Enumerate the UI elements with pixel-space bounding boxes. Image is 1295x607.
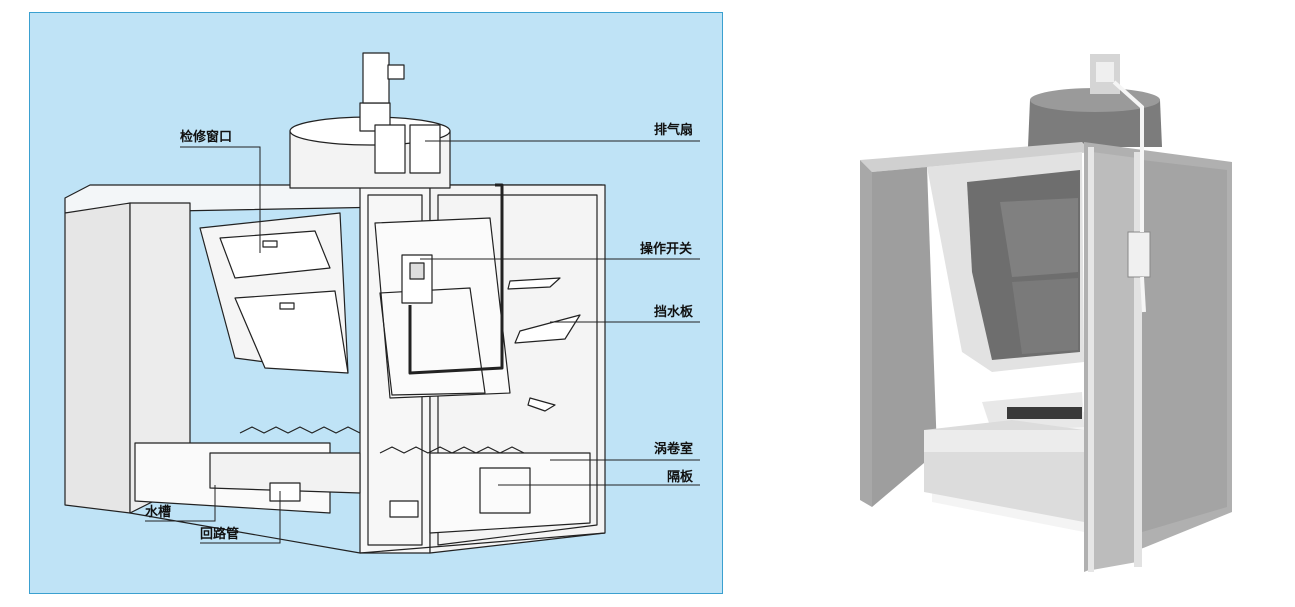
label-partition: 隔板 [667,470,694,485]
booth-photo-drawing [860,54,1232,572]
diagram-panel: 检修窗口 排气扇 操作开关 挡水板 涡卷室 隔板 水槽 回路管 [29,12,723,594]
booth-photo [852,52,1232,572]
label-exhaust-fan: 排气扇 [654,123,694,138]
label-baffle: 挡水板 [654,305,694,320]
label-operation-switch: 操作开关 [640,242,693,257]
label-inspection-window: 检修窗口 [180,130,233,145]
booth-line-drawing [64,52,700,554]
label-water-tank: 水槽 [145,505,172,520]
label-return-pipe: 回路管 [200,527,240,542]
label-vortex-chamber: 涡卷室 [654,442,694,457]
